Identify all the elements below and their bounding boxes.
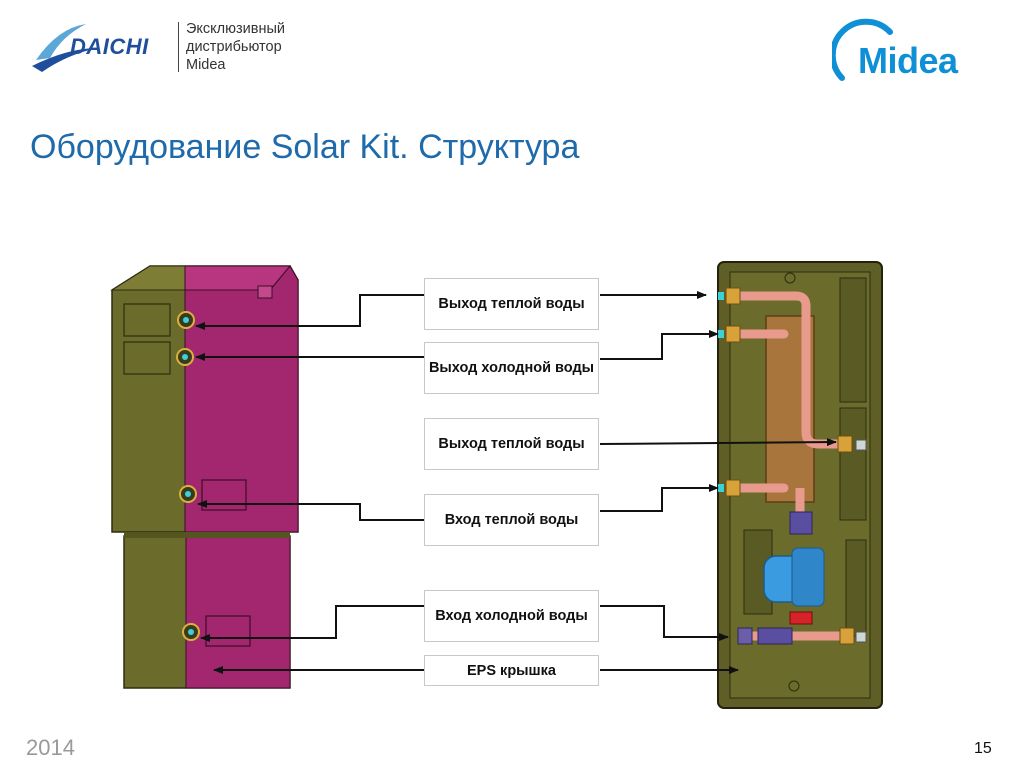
label-hot-water-outlet-top: Выход теплой воды [424,278,599,330]
distributor-line-2: дистрибьютор [186,39,282,55]
distributor-line-3: Midea [186,57,226,73]
page-number: 15 [974,740,992,757]
midea-swoosh-icon [832,18,893,81]
label-eps-cover: EPS крышка [424,655,599,686]
page-title: Оборудование Solar Kit. Структура [30,128,580,166]
label-hot-water-outlet-mid: Выход теплой воды [424,418,599,470]
right-connectors [599,291,837,674]
distributor-text: Эксклюзивный дистрибьютор Midea [186,20,285,74]
daichi-logo-icon [32,24,98,72]
label-cold-water-inlet: Вход холодной воды [424,590,599,642]
label-hot-water-inlet: Вход теплой воды [424,494,599,546]
housing-external-view [110,265,299,689]
logo-divider [178,22,179,72]
midea-wordmark: Midea [858,40,958,81]
left-connectors [195,294,424,674]
footer-year: 2014 [26,735,75,760]
distributor-line-1: Эксклюзивный [186,21,286,37]
internal-plumbing-view [717,261,883,709]
daichi-wordmark: DAICHI [70,34,149,59]
label-cold-water-outlet: Выход холодной воды [424,342,599,394]
